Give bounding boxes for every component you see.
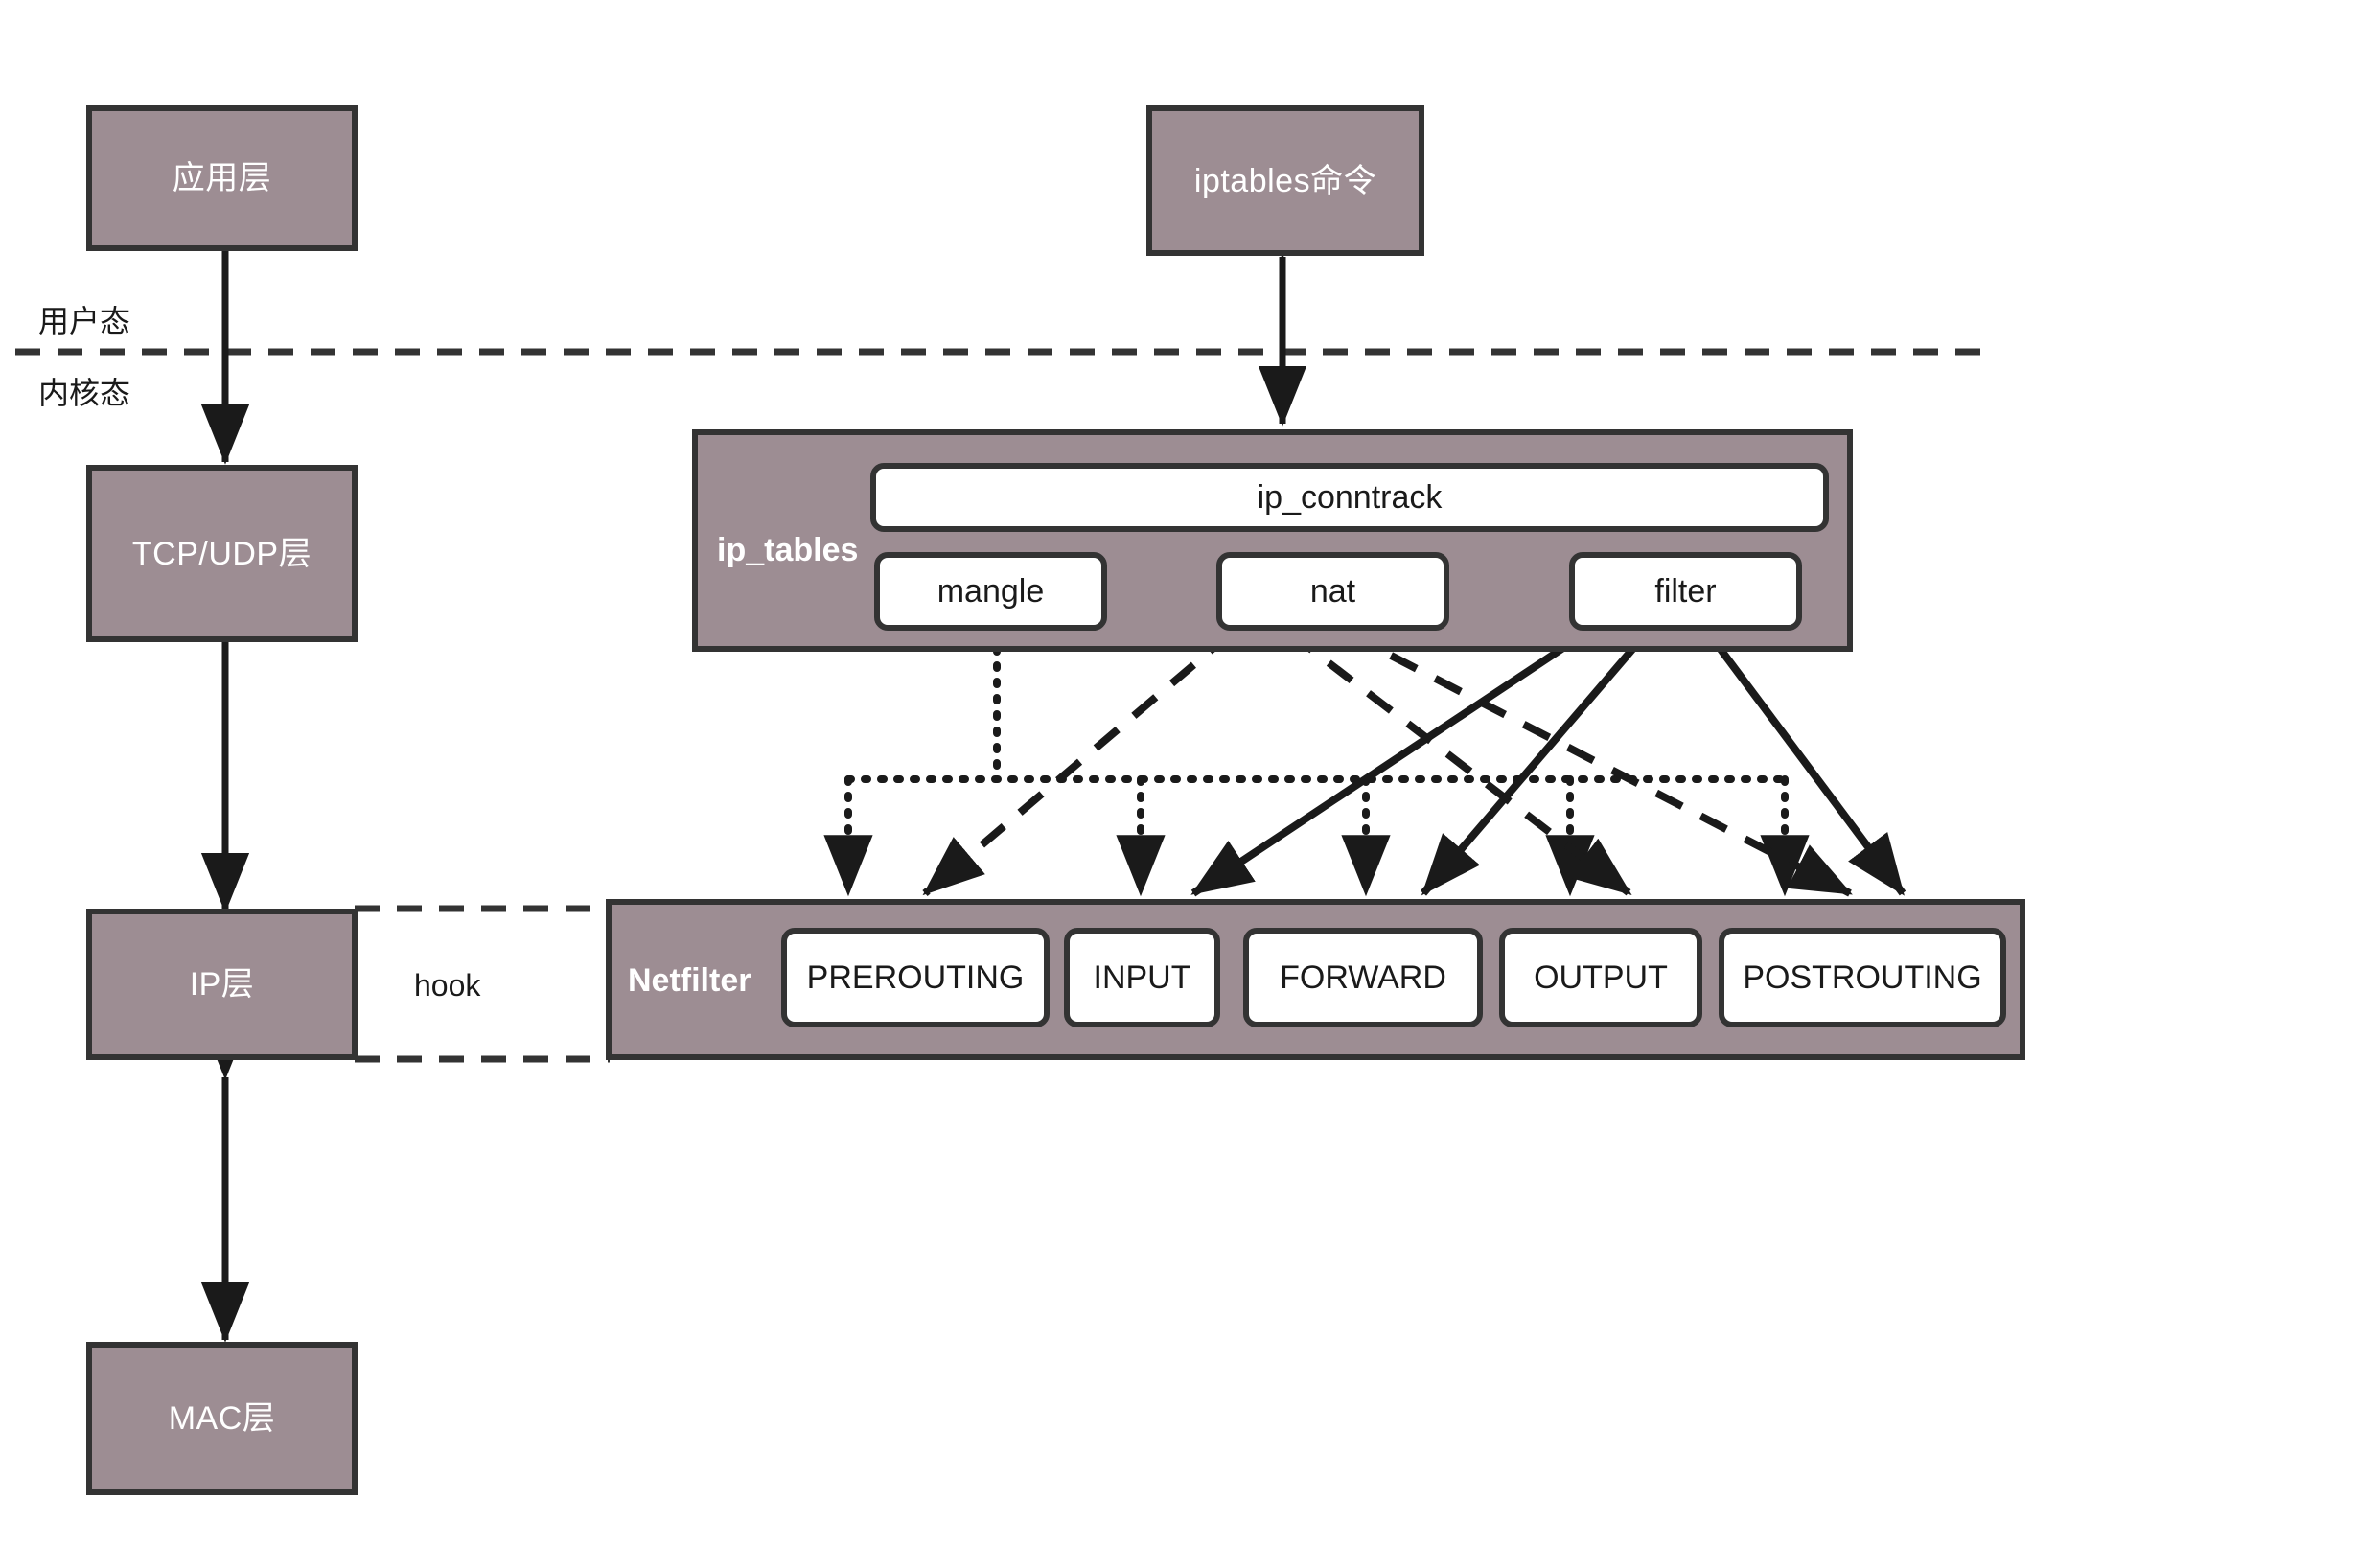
edge-filter-to-postrouting (1704, 630, 1906, 896)
ip-layer-box[interactable]: IP层 (86, 909, 358, 1060)
chain-label-prerouting: PREROUTING (806, 959, 1025, 996)
hook-label: hook (414, 968, 481, 1003)
ip-conntrack-label: ip_conntrack (1257, 479, 1443, 516)
transport-layer-label: TCP/UDP层 (131, 535, 312, 572)
chain-label-output: OUTPUT (1534, 959, 1668, 996)
chain-label-forward: FORWARD (1280, 959, 1446, 996)
chain-box-forward[interactable]: FORWARD (1243, 928, 1483, 1027)
table-label-nat: nat (1309, 573, 1356, 610)
chain-label-postrouting: POSTROUTING (1743, 959, 1982, 996)
chain-box-postrouting[interactable]: POSTROUTING (1719, 928, 2006, 1027)
app-layer-box[interactable]: 应用层 (86, 105, 358, 251)
chain-box-prerouting[interactable]: PREROUTING (781, 928, 1050, 1027)
edge-nat-to-postrouting (1345, 629, 1853, 897)
iptables-command-label: iptables命令 (1193, 162, 1377, 199)
mac-layer-label: MAC层 (168, 1400, 276, 1437)
edge-nat-to-prerouting (922, 629, 1235, 897)
table-box-mangle[interactable]: mangle (874, 552, 1107, 631)
kernel-space-label: 内核态 (38, 376, 131, 410)
ip-tables-title: ip_tables (717, 532, 859, 568)
edge-nat-to-output (1286, 629, 1632, 897)
netfilter-title: Netfilter (628, 962, 751, 999)
table-box-filter[interactable]: filter (1569, 552, 1802, 631)
edge-filter-to-input (1190, 629, 1589, 897)
table-label-filter: filter (1654, 573, 1717, 610)
ip-layer-label: IP层 (189, 966, 255, 1003)
user-space-label: 用户态 (38, 304, 131, 338)
chain-label-input: INPUT (1093, 959, 1191, 996)
ip-conntrack-box[interactable]: ip_conntrack (870, 463, 1829, 532)
edge-filter-to-forward (1420, 630, 1651, 896)
iptables-command-box[interactable]: iptables命令 (1146, 105, 1424, 256)
app-layer-label: 应用层 (172, 160, 272, 196)
chain-box-input[interactable]: INPUT (1064, 928, 1220, 1027)
chain-box-output[interactable]: OUTPUT (1499, 928, 1702, 1027)
table-label-mangle: mangle (936, 573, 1045, 610)
table-box-nat[interactable]: nat (1216, 552, 1449, 631)
mac-layer-box[interactable]: MAC层 (86, 1342, 358, 1495)
transport-layer-box[interactable]: TCP/UDP层 (86, 465, 358, 642)
